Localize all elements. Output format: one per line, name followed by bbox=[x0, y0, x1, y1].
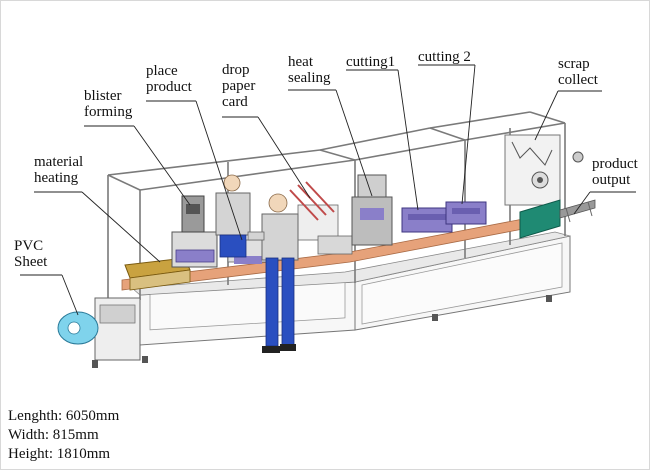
spec-width: Width: 815mm bbox=[8, 427, 99, 443]
cutting1-station bbox=[401, 207, 453, 233]
scrap-collect-unit bbox=[504, 134, 584, 206]
paper-card-station bbox=[289, 181, 353, 255]
label-cutting2: cutting 2 bbox=[418, 49, 471, 65]
machine-feet bbox=[92, 295, 552, 368]
spec-height: Height: 1810mm bbox=[8, 446, 111, 462]
spec-length: Lenghth: 6050mm bbox=[8, 408, 120, 424]
left-base-cabinet bbox=[139, 275, 356, 346]
label-pvc-sheet: PVC Sheet bbox=[14, 238, 48, 270]
cutting2-station bbox=[445, 201, 487, 225]
label-blister-forming: blister forming bbox=[84, 88, 133, 120]
label-place-product: place product bbox=[146, 63, 192, 95]
heat-sealing-station bbox=[351, 174, 393, 246]
label-drop-paper-card: drop paper card bbox=[222, 62, 256, 110]
label-heat-sealing: heat sealing bbox=[288, 54, 331, 86]
label-product-output: product output bbox=[592, 156, 638, 188]
leader-lines bbox=[20, 64, 636, 316]
label-cutting1: cutting1 bbox=[346, 54, 396, 70]
pvc-unwind-unit bbox=[57, 297, 141, 361]
operator-front bbox=[247, 193, 299, 353]
operator-back bbox=[215, 174, 251, 258]
label-material-heating: material heating bbox=[34, 154, 84, 186]
forming-station bbox=[171, 195, 218, 268]
label-scrap-collect: scrap collect bbox=[558, 56, 598, 88]
